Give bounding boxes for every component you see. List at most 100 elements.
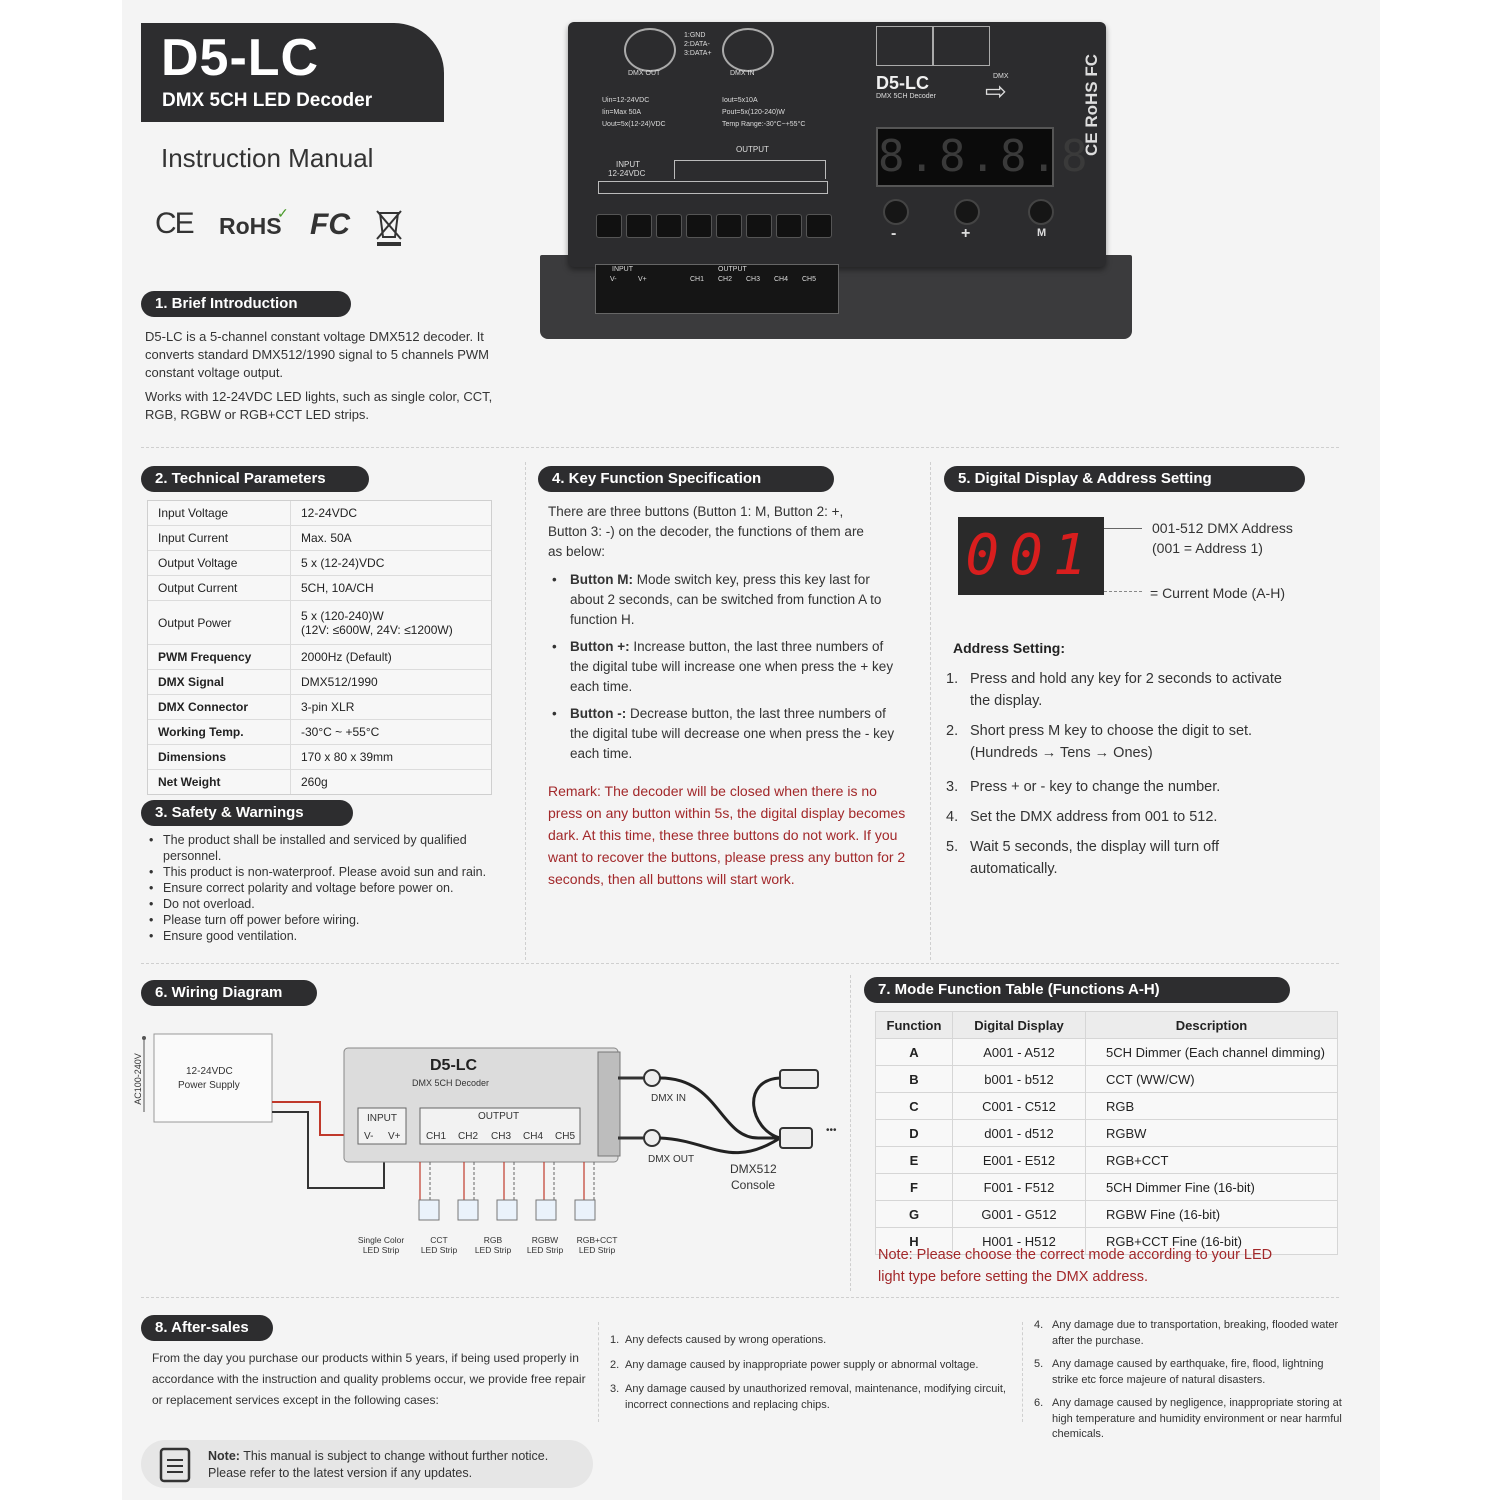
param-value: 3-pin XLR — [290, 694, 491, 720]
divider — [141, 1297, 1339, 1298]
spec-right-3: Temp Range:-30°C~+55°C — [722, 121, 806, 128]
case-text: Any damage due to transportation, breaki… — [1052, 1319, 1339, 1347]
param-value: 170 x 80 x 39mm — [290, 744, 491, 770]
device-plus-button — [954, 199, 980, 225]
intro-paragraph-1: D5-LC is a 5-channel constant voltage DM… — [145, 329, 489, 380]
button-minus-desc: Decrease button, the last three numbers … — [570, 706, 895, 761]
param-value: Max. 50A — [290, 525, 491, 551]
mode-letter: F — [875, 1173, 953, 1201]
section-5-header: 5. Digital Display & Address Setting — [944, 466, 1305, 492]
dmx-out-jack-label: DMX OUT — [628, 70, 661, 77]
dmx-arrow-label: DMX — [993, 73, 1009, 80]
wiring-dmx-in: DMX IN — [651, 1093, 686, 1104]
device-model-label: D5-LC — [876, 73, 929, 93]
rj45-jack-icon — [876, 26, 933, 66]
divider — [598, 1322, 599, 1422]
mode-letter: A — [875, 1038, 953, 1066]
address-steps: 1. Press and hold any key for 2 seconds t… — [946, 668, 1326, 880]
list-item: 2.Any damage caused by inappropriate pow… — [610, 1358, 1020, 1374]
section-1-header: 1. Brief Introduction — [141, 291, 351, 317]
col-header-display: Digital Display — [952, 1011, 1086, 1039]
case-text: Any damage caused by earthquake, fire, f… — [1052, 1358, 1324, 1386]
list-item: Ensure correct polarity and voltage befo… — [145, 880, 495, 896]
param-name: PWM Frequency — [148, 644, 291, 670]
after-sales-cases-mid: 1.Any defects caused by wrong operations… — [610, 1333, 1020, 1413]
top-terminal-screw — [686, 214, 712, 238]
device-led-display: 8.8.8.8 — [876, 127, 1087, 187]
list-item: 3. Press + or - key to change the number. — [946, 776, 1326, 798]
wiring-ch2: CH2 — [458, 1131, 479, 1142]
list-item: 4.Any damage due to transportation, brea… — [1034, 1318, 1346, 1349]
address-display: 001 — [958, 517, 1104, 595]
device-model-sublabel: DMX 5CH Decoder — [876, 93, 936, 100]
front-input-vplus: V+ — [638, 276, 647, 283]
spec-right-2: Pout=5x(120-240)W — [722, 109, 785, 116]
note-box — [141, 1440, 593, 1488]
mode-table-note: Note: Please choose the correct mode acc… — [878, 1247, 1273, 1285]
mode-description: RGB+CCT Fine (16-bit) — [1085, 1227, 1338, 1255]
col-header-description: Description — [1085, 1011, 1338, 1039]
device-mode-button — [1028, 199, 1054, 225]
section-8-header: 8. After-sales — [141, 1315, 273, 1341]
note-label: Note: — [208, 1449, 240, 1463]
button-plus-desc: Increase button, the last three numbers … — [570, 639, 894, 694]
product-model-title: D5-LC — [161, 29, 320, 87]
mode-description: 5CH Dimmer (Each channel dimming) — [1085, 1038, 1338, 1066]
front-ch2-label: CH2 — [718, 276, 733, 283]
section-1-title: 1. Brief Introduction — [155, 295, 298, 312]
rj45-jack-icon — [933, 26, 990, 66]
divider — [141, 447, 1339, 448]
mode-letter: H — [875, 1227, 953, 1255]
list-item: 6.Any damage caused by negligence, inapp… — [1034, 1396, 1346, 1443]
section-3-header: 3. Safety & Warnings — [141, 800, 353, 826]
dmx-in-jack-label: DMX IN — [730, 70, 755, 77]
callout-line — [1104, 528, 1142, 529]
param-value: 5CH, 10A/CH — [290, 575, 491, 601]
section-2-title: 2. Technical Parameters — [155, 470, 326, 487]
title-banner — [141, 23, 444, 122]
step-text: Press and hold any key for 2 seconds to … — [970, 671, 1282, 687]
step-number: 1. — [946, 671, 959, 687]
param-name: Output Power — [148, 600, 291, 645]
console-label-2: Console — [731, 1178, 776, 1192]
product-subtitle: DMX 5CH LED Decoder — [162, 90, 373, 111]
param-value: 2000Hz (Default) — [290, 644, 491, 670]
spec-left-3: Uout=5x(12-24)VDC — [602, 121, 666, 128]
fcc-mark-icon: FC — [310, 208, 350, 241]
step-text: Short press M key to choose the digit to… — [970, 723, 1253, 739]
param-value: 12-24VDC — [290, 501, 491, 526]
section-5-title: 5. Digital Display & Address Setting — [958, 470, 1212, 487]
address-setting-title: Address Setting: — [953, 640, 1066, 656]
wiring-ch5: CH5 — [555, 1131, 576, 1142]
rohs-mark-icon: RoHS — [219, 213, 282, 239]
mode-letter: B — [875, 1065, 953, 1093]
key-function-list: Button M: Mode switch key, press this ke… — [548, 570, 904, 764]
console-dots: ••• — [826, 1125, 837, 1136]
param-value: DMX512/1990 — [290, 669, 491, 695]
case-number: 2. — [610, 1358, 620, 1371]
divider — [525, 462, 526, 960]
step-number: 4. — [946, 809, 959, 825]
wiring-output-label: OUTPUT — [478, 1111, 520, 1122]
device-mode-label: M — [1037, 227, 1047, 239]
safety-list: The product shall be installed and servi… — [145, 832, 495, 944]
mode-description: RGBW — [1085, 1119, 1338, 1147]
param-name: Working Temp. — [148, 719, 291, 745]
pinout-label-3: 3:DATA+ — [684, 50, 712, 57]
case-number: 5. — [1034, 1358, 1044, 1370]
step-number: 3. — [946, 779, 959, 795]
param-name: Net Weight — [148, 769, 291, 794]
section-8-title: 8. After-sales — [155, 1319, 249, 1336]
device-front-terminal-block — [595, 264, 839, 314]
mode-display: E001 - E512 — [952, 1146, 1086, 1174]
list-item: 5.Wait 5 seconds, the display will turn … — [946, 836, 1326, 880]
param-name: Input Current — [148, 525, 291, 551]
step-text: Press + or - key to change the number. — [970, 779, 1221, 795]
case-number: 6. — [1034, 1397, 1044, 1409]
